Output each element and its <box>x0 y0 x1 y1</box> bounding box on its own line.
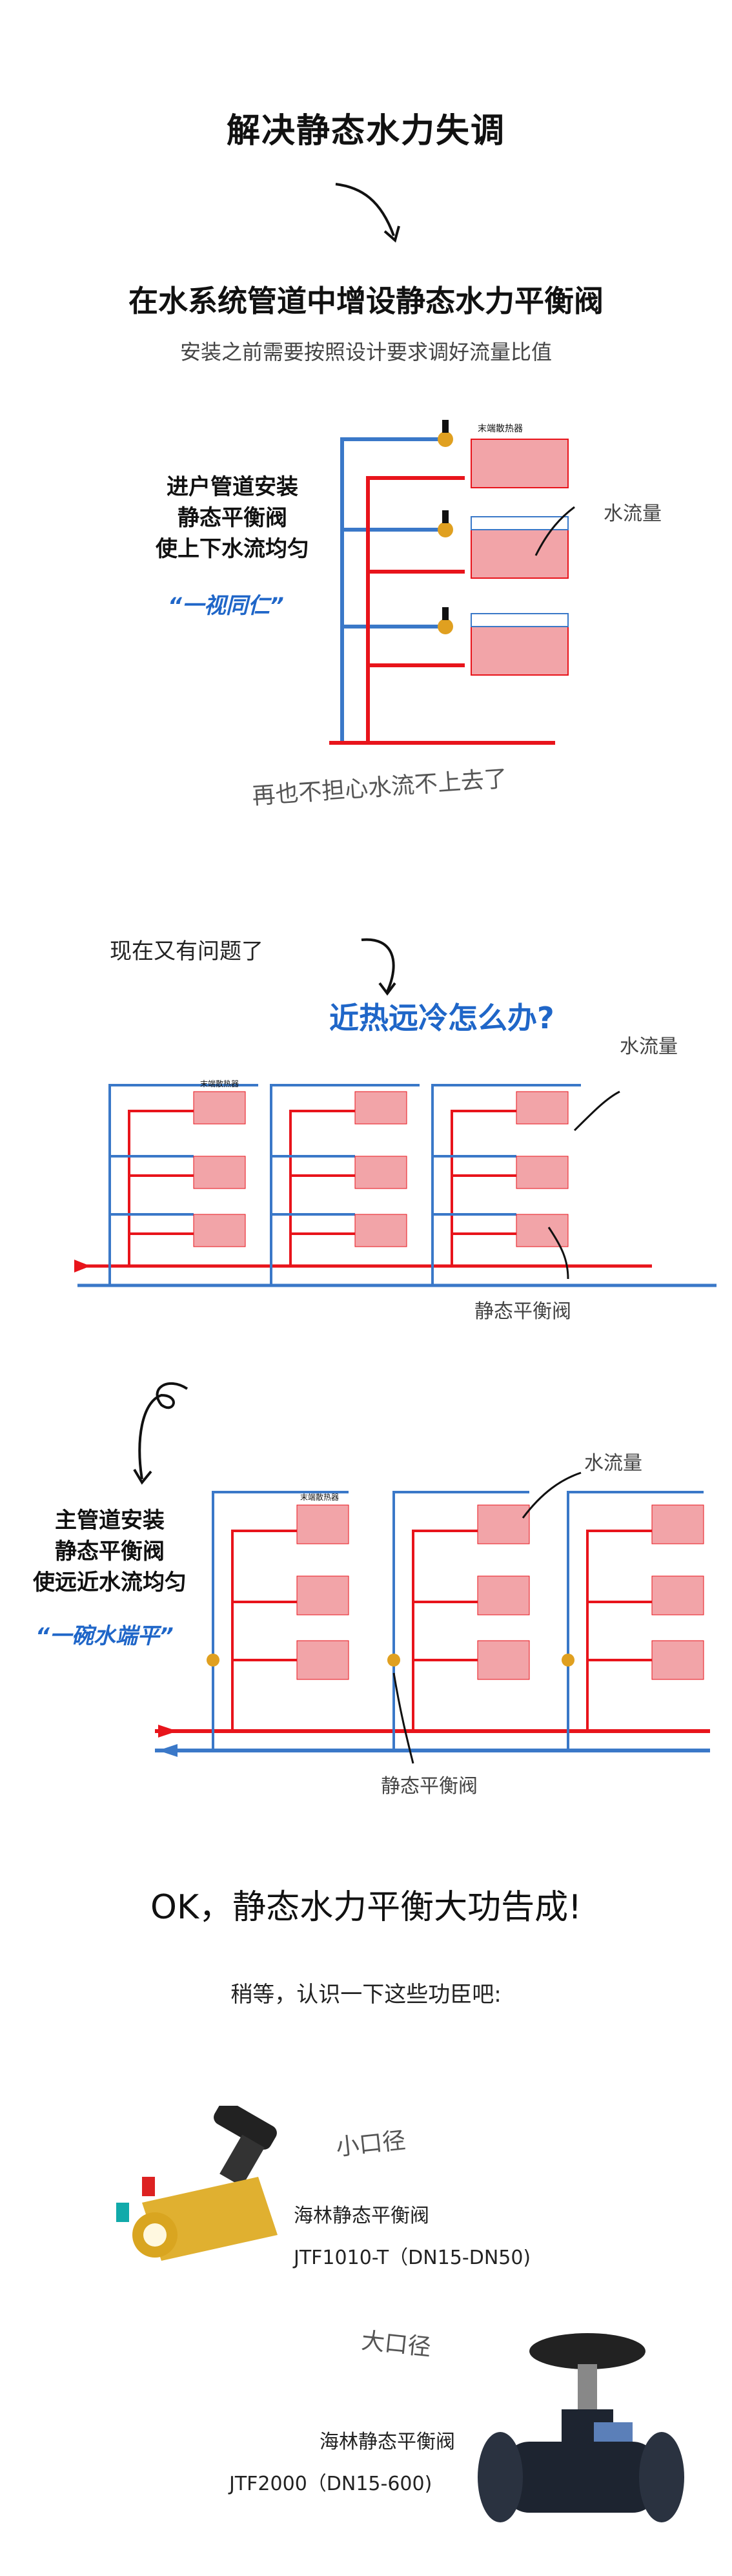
product2-model: JTF2000（DN15-600) <box>229 2473 432 2495</box>
column-3 <box>431 1084 581 1285</box>
column-3 <box>567 1491 704 1750</box>
svg-text:末端散热器: 末端散热器 <box>478 424 523 434</box>
section1-subheadline: 安装之前需要按照设计要求调好流量比值 <box>179 340 552 364</box>
left-text-line-3: 使远近水流均匀 <box>33 1570 187 1595</box>
radiator-middle <box>471 516 569 579</box>
section2-question: 现在又有问题了 <box>110 939 263 964</box>
product2-size-label: 大口径 <box>360 2327 432 2362</box>
balance-valve-icon <box>438 607 453 634</box>
section1-title: 解决静态水力失调 <box>226 112 505 151</box>
column-2 <box>392 1491 530 1750</box>
radiator-top: 末端散热器 <box>471 424 569 488</box>
svg-text:末端散热器: 末端散热器 <box>200 1079 239 1088</box>
section1-quote: “一视同仁” <box>168 593 284 619</box>
section2-blue-title: 近热远冷怎么办? <box>329 1001 554 1035</box>
large-valve-image <box>478 2333 684 2522</box>
loop-arrow-icon <box>133 1382 188 1485</box>
small-valve-image <box>116 2106 278 2261</box>
balance-valve-icon <box>207 1654 219 1667</box>
section1-flow-label: 水流量 <box>604 503 662 525</box>
product1-name: 海林静态平衡阀 <box>294 2205 429 2227</box>
section2-pipe-diagram: 末端散热器 <box>74 1079 717 1287</box>
balance-valve-icon <box>562 1654 574 1667</box>
return-arrow-icon <box>158 1744 178 1757</box>
flow-arrow-icon <box>573 1090 620 1132</box>
section1-pipe-diagram: 末端散热器 <box>329 420 575 745</box>
inlet-arrow-icon <box>158 1725 178 1738</box>
column-1: 末端散热器 <box>212 1491 349 1750</box>
curved-arrow-icon <box>335 183 400 243</box>
column-1: 末端散热器 <box>108 1079 258 1285</box>
section3-pipe-diagram: 末端散热器 <box>155 1471 710 1764</box>
column-2 <box>270 1084 420 1285</box>
left-text-line-1: 主管道安装 <box>55 1508 165 1533</box>
radiator-bottom <box>471 613 569 676</box>
product1-size-label: 小口径 <box>334 2127 407 2161</box>
section3-valve-label: 静态平衡阀 <box>381 1775 478 1798</box>
intro-text: 稍等，认识一下这些功臣吧: <box>230 1982 502 2008</box>
section3-left-text: 主管道安装 静态平衡阀 使远近水流均匀 <box>13 1505 207 1598</box>
flow-arrow-icon <box>534 506 575 556</box>
flow-arrow-icon <box>522 1471 582 1519</box>
left-text-line-1: 进户管道安装 <box>167 474 298 500</box>
ok-title: OK，静态水力平衡大功告成! <box>150 1888 582 1927</box>
section1-left-text: 进户管道安装 静态平衡阀 使上下水流均匀 <box>129 472 336 565</box>
curved-arrow-icon <box>361 938 396 996</box>
section2-flow-label: 水流量 <box>620 1035 678 1058</box>
product2-name: 海林静态平衡阀 <box>320 2431 455 2453</box>
left-text-line-3: 使上下水流均匀 <box>156 536 309 562</box>
left-text-line-2: 静态平衡阀 <box>178 505 287 531</box>
balance-valve-icon <box>438 510 453 537</box>
valve-arrow-icon <box>392 1672 414 1764</box>
section2-valve-label: 静态平衡阀 <box>474 1300 571 1323</box>
section3-quote: “一碗水端平” <box>36 1623 174 1649</box>
left-text-line-2: 静态平衡阀 <box>55 1539 165 1564</box>
balance-valve-icon <box>387 1654 400 1667</box>
valve-arrow-icon <box>547 1227 569 1280</box>
svg-text:末端散热器: 末端散热器 <box>300 1492 339 1502</box>
section1-bottom-note: 再也不担心水流不上去了 <box>251 765 509 810</box>
section1-headline: 在水系统管道中增设静态水力平衡阀 <box>128 284 604 318</box>
inlet-arrow-icon <box>74 1260 90 1272</box>
section3-flow-label: 水流量 <box>584 1452 642 1475</box>
balance-valve-icon <box>438 420 453 447</box>
product1-model: JTF1010-T（DN15-DN50) <box>294 2247 531 2269</box>
